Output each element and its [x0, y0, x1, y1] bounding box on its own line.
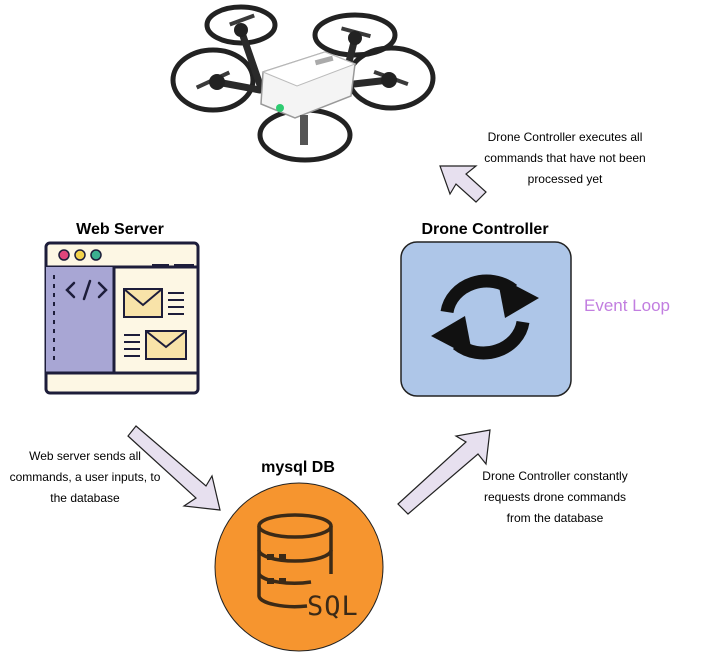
note-line: processed yet [527, 172, 603, 186]
web-server-title: Web Server [76, 221, 164, 238]
drone-controller-box [400, 241, 572, 397]
web-browser-code-icon [44, 241, 200, 395]
controller-exec-note: Drone Controller executes all commands t… [455, 127, 675, 190]
database-title: mysql DB [261, 459, 335, 476]
arrow-web-to-db [127, 425, 221, 511]
note-line: requests drone commands [483, 490, 627, 504]
database-sql-icon [257, 513, 333, 609]
event-loop-label: Event Loop [584, 296, 671, 315]
web-server-note: Web server sends all commands, a user in… [0, 446, 170, 509]
note-line: from the database [506, 511, 604, 525]
arrow-db-to-controller [397, 429, 491, 515]
drone-controller-title: Drone Controller [421, 221, 549, 238]
database-circle [214, 482, 384, 652]
controller-request-note: Drone Controller constantly requests dro… [445, 466, 665, 529]
drone-icon [170, 4, 436, 163]
note-line: Drone Controller constantly [482, 469, 628, 483]
note-line: commands, a user inputs, to [9, 470, 161, 484]
note-line: Web server sends all [29, 449, 141, 463]
arrow-controller-to-drone [439, 165, 487, 203]
refresh-cycle-icon [431, 274, 539, 360]
sql-text: SQL [307, 591, 359, 622]
note-line: commands that have not been [484, 151, 646, 165]
note-line: the database [50, 491, 120, 505]
note-line: Drone Controller executes all [487, 130, 643, 144]
